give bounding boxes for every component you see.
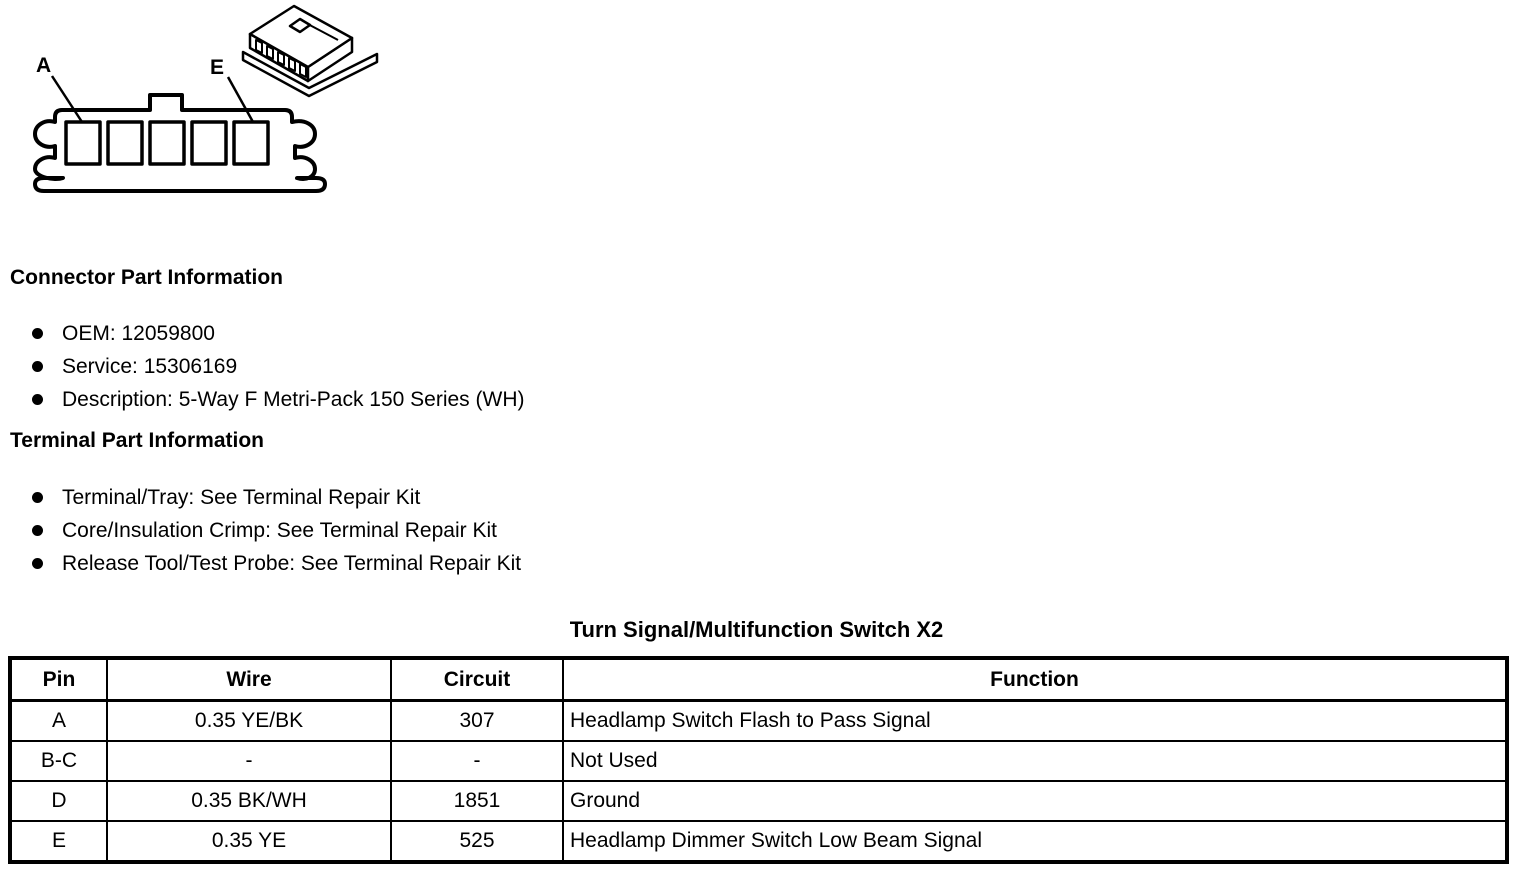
wire-cell: 0.35 BK/WH bbox=[106, 780, 392, 822]
terminal-slot bbox=[299, 63, 307, 78]
table-row: A 0.35 YE/BK 307 Headlamp Switch Flash t… bbox=[9, 699, 1508, 742]
connector-face-drawing bbox=[33, 75, 327, 193]
terminal-slot bbox=[255, 39, 263, 54]
circuit-cell: 307 bbox=[390, 699, 564, 742]
table-row: B-C - - Not Used bbox=[9, 740, 1508, 782]
pinout-table: Pin Wire Circuit Function A 0.35 YE/BK 3… bbox=[8, 656, 1509, 864]
pin-e-label: E bbox=[210, 56, 225, 79]
cavity-c bbox=[148, 120, 186, 166]
terminal-slot bbox=[288, 57, 296, 72]
pin-cell: D bbox=[9, 780, 108, 822]
leader-line-a bbox=[50, 75, 84, 123]
terminal-tray-info: Terminal/Tray: See Terminal Repair Kit bbox=[62, 485, 421, 509]
bullet-icon bbox=[32, 525, 43, 536]
bullet-icon bbox=[32, 394, 43, 405]
wire-cell: 0.35 YE/BK bbox=[106, 699, 392, 742]
function-cell: Ground bbox=[562, 780, 1508, 822]
table-row: E 0.35 YE 525 Headlamp Dimmer Switch Low… bbox=[9, 820, 1508, 863]
terminal-slot bbox=[266, 45, 274, 60]
crimp-info: Core/Insulation Crimp: See Terminal Repa… bbox=[62, 518, 497, 542]
bullet-icon bbox=[32, 328, 43, 339]
bullet-icon bbox=[32, 558, 43, 569]
list-item: Core/Insulation Crimp: See Terminal Repa… bbox=[0, 514, 521, 547]
service-number: Service: 15306169 bbox=[62, 354, 238, 378]
function-column-header: Function bbox=[562, 657, 1508, 702]
connector-skirt bbox=[241, 50, 379, 98]
wire-cell: - bbox=[106, 740, 392, 782]
connector-description: Description: 5-Way F Metri-Pack 150 Seri… bbox=[62, 387, 525, 411]
cavity-b bbox=[106, 120, 144, 166]
pin-a-label: A bbox=[36, 54, 52, 77]
connector-part-info-list: OEM: 12059800 Service: 15306169 Descript… bbox=[0, 317, 524, 416]
bullet-icon bbox=[32, 492, 43, 503]
pin-column-header: Pin bbox=[9, 657, 108, 702]
cavity-e bbox=[232, 120, 270, 166]
circuit-cell: 1851 bbox=[390, 780, 564, 822]
list-item: Description: 5-Way F Metri-Pack 150 Seri… bbox=[0, 383, 524, 416]
function-cell: Headlamp Dimmer Switch Low Beam Signal bbox=[562, 820, 1508, 863]
table-header-row: Pin Wire Circuit Function bbox=[9, 657, 1508, 702]
terminal-part-info-list: Terminal/Tray: See Terminal Repair Kit C… bbox=[0, 481, 521, 580]
circuit-cell: 525 bbox=[390, 820, 564, 863]
leader-line-e bbox=[226, 76, 255, 123]
terminal-part-info-heading: Terminal Part Information bbox=[10, 429, 264, 452]
function-cell: Not Used bbox=[562, 740, 1508, 782]
terminal-slot bbox=[277, 51, 285, 66]
oem-number: OEM: 12059800 bbox=[62, 321, 215, 345]
lock-tab bbox=[288, 17, 312, 34]
connector-isometric-drawing bbox=[241, 4, 379, 98]
cavity-a bbox=[64, 120, 102, 166]
connector-top-face bbox=[248, 4, 354, 69]
circuit-column-header: Circuit bbox=[390, 657, 564, 702]
list-item: Release Tool/Test Probe: See Terminal Re… bbox=[0, 547, 521, 580]
connector-part-info-heading: Connector Part Information bbox=[10, 266, 284, 289]
list-item: OEM: 12059800 bbox=[0, 317, 524, 350]
cavity-d bbox=[190, 120, 228, 166]
release-tool-info: Release Tool/Test Probe: See Terminal Re… bbox=[62, 551, 522, 575]
pin-cell: E bbox=[9, 820, 108, 863]
wire-column-header: Wire bbox=[106, 657, 392, 702]
pinout-table-title: Turn Signal/Multifunction Switch X2 bbox=[569, 617, 944, 642]
bullet-icon bbox=[32, 361, 43, 372]
list-item: Service: 15306169 bbox=[0, 350, 524, 383]
wire-cell: 0.35 YE bbox=[106, 820, 392, 863]
list-item: Terminal/Tray: See Terminal Repair Kit bbox=[0, 481, 521, 514]
circuit-cell: - bbox=[390, 740, 564, 782]
pin-cell: B-C bbox=[9, 740, 108, 782]
table-row: D 0.35 BK/WH 1851 Ground bbox=[9, 780, 1508, 822]
pin-cell: A bbox=[9, 699, 108, 742]
function-cell: Headlamp Switch Flash to Pass Signal bbox=[562, 699, 1508, 742]
